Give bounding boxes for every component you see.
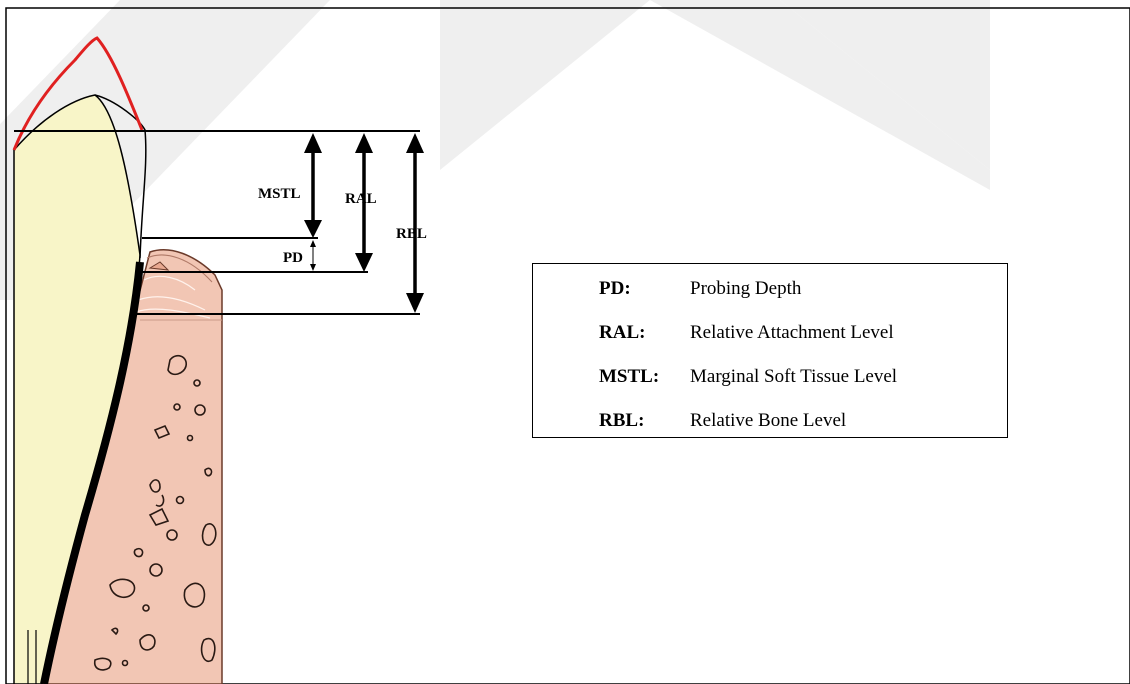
arrow-mstl: [304, 133, 322, 238]
measurement-arrows: [304, 133, 424, 313]
legend-definition: Marginal Soft Tissue Level: [690, 363, 897, 391]
legend-definition: Relative Attachment Level: [690, 319, 894, 347]
legend-definition: Relative Bone Level: [690, 407, 846, 435]
legend-box: PD: Probing Depth RAL: Relative Attachme…: [532, 263, 1008, 438]
arrow-rbl: [406, 133, 424, 313]
label-mstl: MSTL: [258, 186, 301, 202]
legend-term: PD:: [599, 275, 631, 303]
label-pd: PD: [283, 250, 303, 266]
legend-term: RAL:: [599, 319, 645, 347]
label-ral: RAL: [345, 191, 377, 207]
label-rbl: RBL: [396, 226, 427, 242]
legend-definition: Probing Depth: [690, 275, 801, 303]
legend-term: MSTL:: [599, 363, 659, 391]
legend-term: RBL:: [599, 407, 644, 435]
arrow-pd: [310, 240, 316, 271]
